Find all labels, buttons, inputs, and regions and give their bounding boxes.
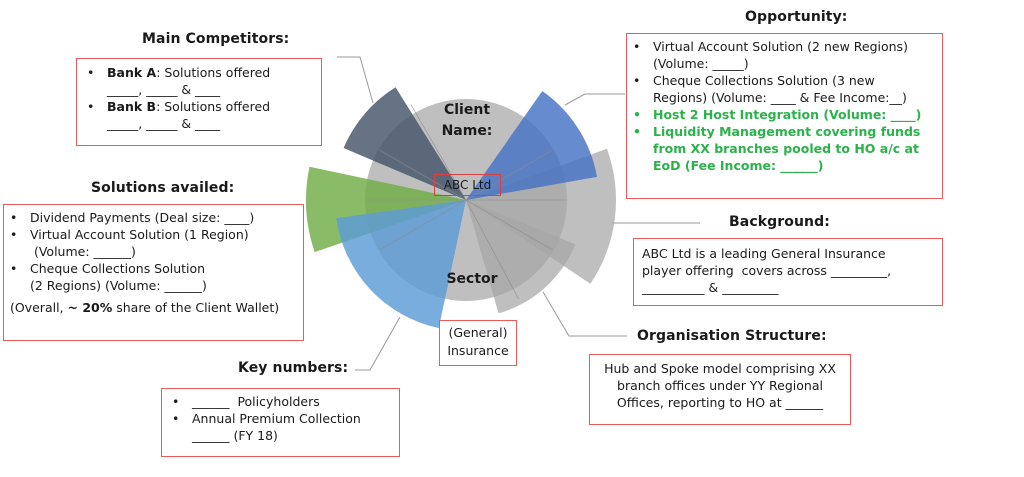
main-competitors-box: Bank A: Solutions offered _____, _____ &… [76,58,322,146]
opportunity-item: Virtual Account Solution (2 new Regions)… [627,38,942,72]
opportunity-item-highlight: Host 2 Host Integration (Volume: ____) [627,106,942,123]
client-name-label: Client Name: [441,102,493,139]
connector-key-numbers [355,316,401,371]
wedge-main-competitors [343,87,466,200]
opportunity-box: Virtual Account Solution (2 new Regions)… [626,33,943,199]
spoke-line [465,199,519,300]
wedge-organisation [466,200,576,314]
opportunity-heading: Opportunity: [745,9,848,25]
competitor-item: Bank A: Solutions offered _____, _____ &… [81,64,321,98]
organisation-structure-heading: Organisation Structure: [637,328,827,344]
key-numbers-box: ______ Policyholders Annual Premium Coll… [161,388,400,457]
solution-item: Dividend Payments (Deal size: ____) [4,209,303,226]
wallet-share-summary: (Overall, ~ 20% share of the Client Wall… [10,300,280,315]
background-box: ABC Ltd is a leading General Insurance p… [633,238,943,306]
connector-opportunity [564,93,625,106]
spoke-line [465,199,553,251]
wedge-opportunity [466,91,597,200]
key-number-item: ______ Policyholders [166,393,399,410]
wedge-key-numbers [336,200,466,329]
opportunity-item-highlight: Liquidity Management covering fundsfrom … [627,123,942,174]
wedge-background [466,148,617,284]
connector-organisation [542,291,627,337]
opportunity-item: Cheque Collections Solution (3 newRegion… [627,72,942,106]
competitor-item: Bank B: Solutions offered _____, _____ &… [81,98,321,132]
spoke-line [410,104,467,201]
sector-value: (General) Insurance [439,320,517,366]
spoke-line [465,149,553,201]
key-number-item: Annual Premium Collection______ (FY 18) [166,410,399,444]
background-heading: Background: [729,214,830,230]
organisation-structure-box: Hub and Spoke model comprising XX branch… [589,354,851,425]
solutions-availed-heading: Solutions availed: [91,180,235,196]
main-competitors-heading: Main Competitors: [142,31,290,47]
spoke-line [379,149,467,201]
connector-main-competitors [337,56,374,104]
solutions-availed-box: Dividend Payments (Deal size: ____) Virt… [3,204,304,341]
client-name-value: ABC Ltd [434,174,501,196]
spoke-line [379,199,467,251]
solution-item: Cheque Collections Solution(2 Regions) (… [4,260,303,294]
solution-item: Virtual Account Solution (1 Region) (Vol… [4,226,303,260]
key-numbers-heading: Key numbers: [238,360,349,376]
sector-label: Sector [446,271,498,287]
